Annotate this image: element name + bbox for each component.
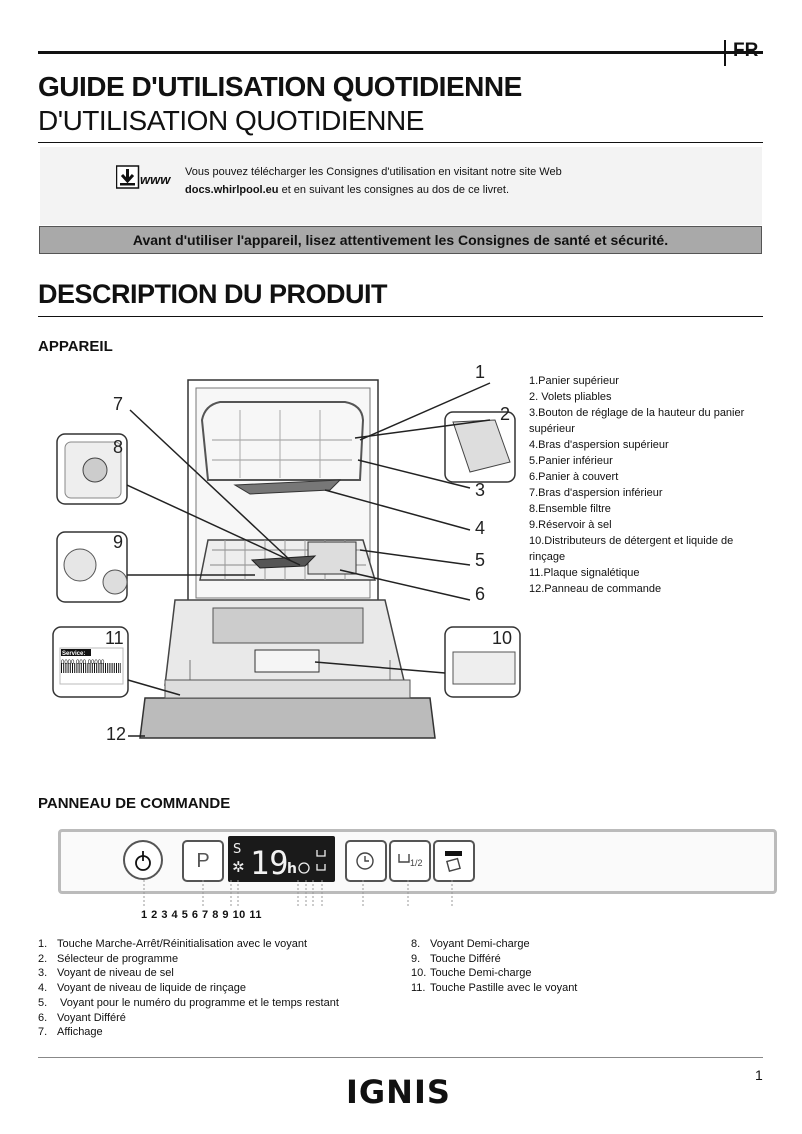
callout-6: 6 bbox=[475, 584, 486, 604]
delay-button bbox=[345, 840, 387, 882]
safety-warning-banner: Avant d'utiliser l'appareil, lisez atten… bbox=[39, 226, 762, 254]
svg-text:Service:: Service: bbox=[62, 651, 85, 657]
download-www-icon: www bbox=[115, 165, 176, 196]
header-rule bbox=[38, 51, 763, 54]
parts-item: 3.Bouton de réglage de la hauteur du pan… bbox=[529, 407, 745, 435]
parts-list: 1.Panier supérieur 2. Volets pliables 3.… bbox=[529, 373, 769, 597]
page-subtitle: D'UTILISATION QUOTIDIENNE bbox=[38, 105, 424, 136]
panel-pointer-lines bbox=[58, 880, 478, 915]
parts-item: 11.Plaque signalétique bbox=[529, 567, 640, 579]
command-list-left: 1.Touche Marche-Arrêt/Réinitialisation a… bbox=[38, 937, 339, 1040]
callout-11: 11 bbox=[105, 628, 124, 648]
download-text-line2: docs.whirlpool.eu et en suivant les cons… bbox=[185, 184, 509, 196]
download-link[interactable]: docs.whirlpool.eu bbox=[185, 184, 279, 196]
command-list-right: 8.Voyant Demi-charge 9.Touche Différé 10… bbox=[411, 937, 577, 996]
parts-item: 12.Panneau de commande bbox=[529, 583, 662, 595]
list-item: 2.Sélecteur de programme bbox=[38, 952, 179, 965]
list-item: 11.Touche Pastille avec le voyant bbox=[411, 982, 578, 995]
download-text-line1: Vous pouvez télécharger les Consignes d'… bbox=[185, 166, 562, 178]
section-title: DESCRIPTION DU PRODUIT bbox=[38, 279, 388, 309]
callout-8: 8 bbox=[113, 437, 124, 457]
svg-text:h: h bbox=[287, 861, 297, 877]
parts-item: 9.Réservoir à sel bbox=[529, 519, 612, 531]
parts-item: 10.Distributeurs de détergent et liquide… bbox=[529, 535, 734, 563]
parts-item: 7.Bras d'aspersion inférieur bbox=[529, 487, 663, 499]
display-panel: S ✲ 19 h bbox=[228, 836, 335, 882]
panneau-heading: PANNEAU DE COMMANDE bbox=[38, 795, 231, 812]
page-number: 1 bbox=[755, 1067, 763, 1083]
svg-text:✲: ✲ bbox=[232, 858, 245, 876]
parts-item: 6.Panier à couvert bbox=[529, 471, 619, 483]
svg-text:19: 19 bbox=[250, 844, 289, 882]
panel-numbers: 1 2 3 4 5 6 7 8 9 10 11 bbox=[141, 909, 262, 921]
power-icon bbox=[123, 840, 163, 880]
delay-clock-icon bbox=[356, 852, 374, 870]
list-item: 1.Touche Marche-Arrêt/Réinitialisation a… bbox=[38, 938, 308, 950]
svg-text:S: S bbox=[233, 842, 241, 857]
appareil-heading: APPAREIL bbox=[38, 338, 113, 355]
callout-3: 3 bbox=[475, 480, 486, 500]
list-item: 4.Voyant de niveau de liquide de rinçage bbox=[38, 982, 246, 995]
callout-4: 4 bbox=[475, 518, 486, 538]
tablet-icon bbox=[445, 851, 462, 872]
tablet-button bbox=[433, 840, 475, 882]
brand-logo: IGNIS bbox=[346, 1073, 451, 1111]
parts-item: 1.Panier supérieur bbox=[529, 375, 619, 387]
download-box bbox=[40, 147, 762, 225]
program-selector-button: P bbox=[182, 840, 224, 882]
svg-text:www: www bbox=[140, 172, 171, 187]
list-item: 10.Touche Demi-charge bbox=[411, 967, 532, 980]
list-item: 6.Voyant Différé bbox=[38, 1011, 126, 1024]
callout-5: 5 bbox=[475, 550, 486, 570]
parts-item: 8.Ensemble filtre bbox=[529, 503, 611, 515]
list-item: 7.Affichage bbox=[38, 1026, 103, 1039]
half-load-button: 1/2 bbox=[389, 840, 431, 882]
callout-10: 10 bbox=[492, 628, 513, 648]
footer-rule bbox=[38, 1057, 763, 1058]
callout-12: 12 bbox=[106, 724, 127, 744]
download-text-rest: et en suivant les consignes au dos de ce… bbox=[278, 184, 510, 196]
parts-item: 4.Bras d'aspersion supérieur bbox=[529, 439, 669, 451]
lang-divider bbox=[724, 40, 726, 66]
callout-2: 2 bbox=[500, 404, 511, 424]
half-load-icon: 1/2 bbox=[398, 854, 423, 868]
parts-item: 5.Panier inférieur bbox=[529, 455, 613, 467]
section-rule bbox=[38, 316, 763, 317]
dishwasher-diagram: Service: 0000 000 00000 bbox=[40, 360, 530, 755]
callout-1: 1 bbox=[475, 362, 486, 382]
callout-7: 7 bbox=[113, 394, 124, 414]
page-title: GUIDE D'UTILISATION QUOTIDIENNE bbox=[38, 71, 522, 102]
svg-text:1/2: 1/2 bbox=[410, 858, 423, 868]
list-item: 5. Voyant pour le numéro du programme et… bbox=[38, 996, 339, 1009]
list-item: 8.Voyant Demi-charge bbox=[411, 938, 530, 950]
list-item: 9.Touche Différé bbox=[411, 952, 501, 965]
parts-item: 2. Volets pliables bbox=[529, 391, 612, 403]
title-rule bbox=[38, 142, 763, 143]
list-item: 3.Voyant de niveau de sel bbox=[38, 967, 174, 980]
language-code: FR bbox=[733, 40, 759, 61]
callout-9: 9 bbox=[113, 532, 124, 552]
power-button bbox=[122, 839, 164, 886]
